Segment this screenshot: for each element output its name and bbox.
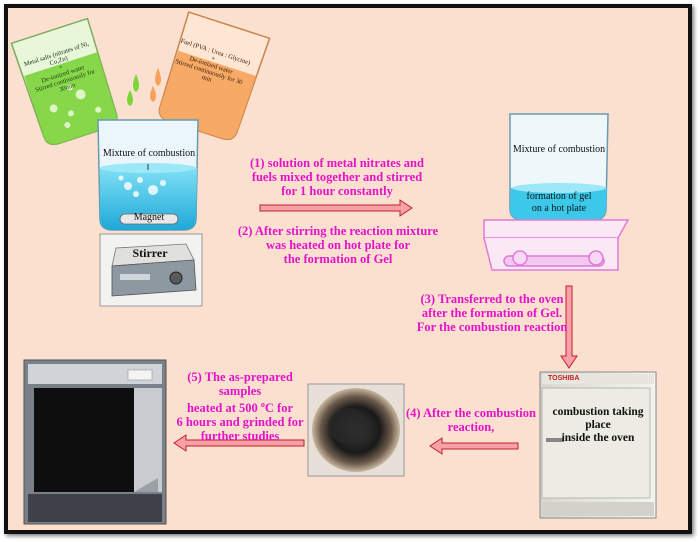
orange-drop — [155, 68, 161, 86]
step-1-line: (1) solution of metal nitrates and — [250, 156, 424, 170]
mixture-beaker — [97, 119, 199, 231]
gel-label-line: formation of gel — [526, 191, 592, 202]
oven-photo — [539, 371, 657, 519]
diagram-graphics — [10, 11, 657, 525]
orange-beaker — [158, 11, 271, 141]
stirrer-label: Stirrer — [132, 246, 168, 260]
furnace-photo — [23, 359, 167, 525]
orange-drop — [150, 86, 156, 102]
step-2-line: (2) After stirring the reaction mixture — [237, 224, 439, 238]
step-5-line: 6 hours and grinded for — [176, 415, 304, 430]
step-1-line: fuels mixed together and stirred — [251, 170, 423, 184]
stirrer-photo — [99, 233, 203, 307]
green-drop — [133, 74, 139, 92]
step-5-temp-unit: C for — [264, 401, 294, 416]
green-beaker — [10, 17, 118, 146]
step-2-line: the formation of Gel — [283, 252, 393, 266]
arrow-left-oven — [429, 437, 519, 455]
step-5-line-temp: heated at 500 oC for — [168, 398, 312, 415]
step-3-line: For the combustion reaction — [416, 320, 568, 334]
step-1-text: (1) solution of metal nitrates and fuels… — [234, 156, 440, 198]
step-3-line: after the formation of Gel. — [421, 306, 563, 320]
step-4-line: (4) After the combustion — [406, 406, 536, 420]
oven-label: combustion taking place inside the oven — [540, 406, 656, 445]
hotplate-mixture-label: Mixture of combustion — [512, 144, 606, 155]
hot-plate — [483, 219, 630, 271]
diagram-canvas: Metal salts (nitrates of Ni, Cu,Zn) + De… — [4, 4, 692, 534]
crucible-photo — [307, 383, 405, 477]
step-5-text: (5) The as-prepared samples heated at 50… — [168, 370, 312, 443]
step-1-line: for 1 hour constantly — [281, 184, 393, 198]
step-5-temp-text: heated at 500 — [186, 401, 258, 416]
step-3-line: (3) Transferred to the oven — [420, 292, 564, 306]
step-5-line: (5) The as-prepared samples — [187, 370, 293, 398]
green-drop — [127, 90, 133, 106]
magnet-label: Magnet — [133, 212, 165, 223]
oven-brand: TOSHIBA — [548, 375, 580, 382]
oven-label-line: inside the oven — [561, 432, 635, 444]
step-4-text: (4) After the combustion reaction, — [404, 406, 538, 434]
arrow-right — [259, 199, 413, 217]
arrow-down — [560, 285, 578, 369]
step-4-line: reaction, — [447, 420, 495, 434]
step-5-degree: o — [260, 400, 265, 409]
oven-label-line: combustion taking place — [552, 406, 644, 431]
step-5-line: further studies — [200, 429, 280, 444]
step-3-text: (3) Transferred to the oven after the fo… — [406, 292, 578, 334]
step-2-line: was heated on hot plate for — [265, 238, 411, 252]
arrow-left-furnace — [173, 434, 305, 452]
hotplate-beaker — [509, 113, 609, 221]
mixture-label: Mixture of combustion — [102, 148, 196, 159]
gel-label-line: on a hot plate — [531, 203, 587, 214]
step-2-text: (2) After stirring the reaction mixture … — [230, 224, 446, 266]
